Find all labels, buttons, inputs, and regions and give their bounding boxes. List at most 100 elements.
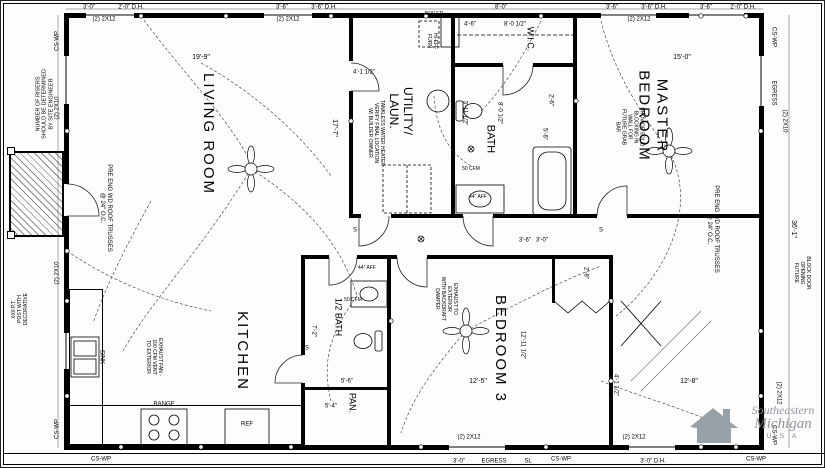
dim-label: 50 CFM: [462, 166, 480, 173]
wall: [759, 13, 764, 450]
note-truss-right: PRE ENG WD ROOF TRUSSES @ 24" O.C.: [706, 185, 720, 273]
dim-label: CS-WP: [770, 27, 777, 47]
dim-label: 3'-0": [453, 458, 465, 465]
note-grab-bar: PROVIDE SOLID BLOCKING IN WALL FOR FUTUR…: [615, 107, 645, 147]
dim-label: 3'-6": [700, 4, 712, 11]
dim-label: 4'-1 1/2": [353, 69, 375, 76]
wall: [493, 214, 597, 218]
dim-label: 44" AFF: [358, 265, 376, 272]
wall: [453, 63, 503, 67]
dim-label: EGRESS: [770, 80, 777, 106]
window: [86, 13, 134, 18]
dim-label: 12'-5": [469, 377, 487, 385]
dim-label: 3'-6": [519, 237, 531, 244]
dim-label: CS-WP: [551, 456, 571, 463]
dim-label: (2) 2X12: [92, 16, 116, 23]
dim-label: 5'-4": [325, 403, 337, 410]
porch-post: [7, 147, 15, 155]
dim-label: 5'-6": [341, 378, 353, 385]
wall: [301, 255, 305, 355]
dim-label: 3'-0": [83, 4, 95, 11]
logo-house-icon: [690, 408, 738, 443]
note-exhaust-damper: EXHAUST TO EXTERIOR WITH BACKDRAFT DAMPE…: [434, 276, 458, 322]
dim-label: 8'-0 1/2": [504, 21, 526, 28]
dim-label: 7'-2": [310, 325, 317, 337]
dim-label: 12'-8": [680, 377, 698, 385]
wall: [301, 383, 305, 449]
wall: [573, 13, 577, 218]
dim-label: 36'-1": [790, 220, 798, 238]
logo-line3: U S A: [766, 433, 800, 441]
porch-post: [7, 231, 15, 239]
note-block-door: BLOCK DOOR OPENING FUTURE: [793, 256, 811, 290]
note-post: 6X6 P.T. POST WITH DECORATIVE: [11, 292, 29, 326]
dim-label: 2'-6": [547, 94, 554, 106]
logo-line2: Michigan: [754, 415, 812, 432]
dim-label: (2) 2X10: [54, 261, 61, 285]
window-egress: [449, 445, 505, 450]
dim-label: 50 CFM: [344, 297, 362, 304]
window: [264, 13, 312, 18]
dim-label: (2) 2X12: [627, 16, 651, 23]
note-tankless: TANKLESS WATER HEATER VERIFY FINAL LOCAT…: [367, 100, 385, 166]
note-exhaust-fan: EXHAUST FAN - 100 CFM VENT TO EXTERIOR: [145, 338, 163, 376]
dim-label: 3'-6" D.H.: [311, 4, 337, 11]
label-range: RANGE: [153, 401, 175, 408]
window: [64, 56, 69, 104]
dim-label: 19'-9": [192, 53, 210, 61]
switch-symbol: S: [304, 345, 310, 352]
dim-label: EGRESS: [481, 458, 507, 465]
dim-label: 3'-6": [606, 4, 618, 11]
wall: [533, 63, 577, 67]
wall: [387, 255, 391, 449]
logo-text: Southeastern Michigan U S A: [743, 404, 823, 441]
wall: [357, 255, 397, 259]
wall: [391, 214, 463, 218]
switch-symbol: S: [598, 227, 604, 234]
room-living: LIVING ROOM: [199, 72, 217, 196]
room-bath: BATH: [484, 124, 497, 154]
sheet-divider: [3, 453, 824, 454]
dim-label: 3'-11 1/2": [461, 100, 468, 126]
wall: [64, 13, 764, 18]
porch-stoop: [9, 151, 64, 237]
note-risers: NUMBER OF RISERS SHOULD BE DETERMINED BY…: [35, 69, 55, 139]
note-boiler: BOILER: [424, 11, 444, 18]
wall: [64, 445, 764, 450]
dim-label: (2) 2X10: [781, 109, 788, 133]
window: [629, 445, 675, 450]
dim-label: 15'-0": [673, 53, 691, 61]
wall: [627, 214, 764, 218]
dim-label: 2'-8": [582, 267, 589, 279]
room-utility: UTILITY/ LAUN.: [387, 86, 416, 136]
window: [64, 333, 69, 369]
dim-label: 3'-0": [536, 237, 548, 244]
label-ref: REF: [241, 421, 253, 428]
dim-label: (2) 2X12: [457, 434, 481, 441]
dim-label: (2) 2X12: [622, 434, 646, 441]
dim-label: 3'-0" D.H.: [640, 458, 666, 465]
dim-label: 3'-6": [276, 4, 288, 11]
builder-logo: Southeastern Michigan U S A: [687, 391, 823, 453]
wall: [349, 91, 353, 218]
dim-label: CS-WP: [54, 419, 61, 439]
dim-label: CS-WP: [746, 456, 766, 463]
window: [601, 13, 656, 18]
room-wic: W.I.C.: [525, 26, 536, 52]
dim-label: 2'-0" D.H.: [118, 4, 144, 11]
dim-label: (2) 2X12: [276, 16, 300, 23]
dim-label: 12'-11 1/2": [519, 330, 526, 360]
wall: [609, 255, 613, 449]
room-halfbath: 1/2 BATH: [333, 297, 344, 337]
label-sink: SINK: [98, 349, 105, 365]
window: [689, 13, 744, 18]
dim-label: (2) 2X10: [54, 96, 61, 120]
dim-label: 8'-0 1/2": [496, 102, 503, 124]
room-bedroom3: BEDROOM 3: [491, 294, 509, 404]
room-kitchen: KITCHEN: [233, 311, 251, 391]
dim-label: SL: [524, 458, 532, 465]
dim-label: CS-WP: [54, 31, 61, 51]
logo-line1: Southeastern: [751, 402, 815, 417]
